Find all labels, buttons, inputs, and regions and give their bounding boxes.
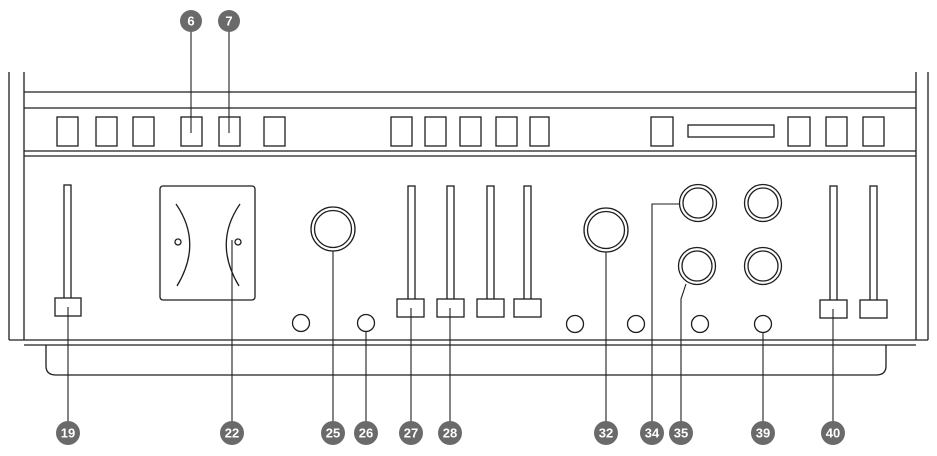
knob-35[interactable]	[677, 246, 717, 286]
push-button[interactable]	[862, 116, 885, 147]
callout-badge-34: 34	[640, 421, 664, 445]
knob[interactable]	[743, 183, 783, 223]
callout-badge-26: 26	[354, 421, 378, 445]
svg-text:25: 25	[326, 426, 340, 441]
push-button[interactable]	[263, 116, 286, 147]
svg-text:7: 7	[225, 14, 232, 29]
push-button[interactable]	[424, 116, 447, 147]
svg-text:39: 39	[756, 426, 770, 441]
push-button[interactable]	[132, 116, 155, 147]
callout-badge-35: 35	[669, 421, 693, 445]
push-button[interactable]	[95, 116, 118, 147]
cabinet-outline	[8, 72, 929, 376]
leader-lines	[67, 31, 834, 424]
callout-badge-22: 22	[220, 421, 244, 445]
small-round-button[interactable]	[690, 314, 710, 334]
small-round-button-39[interactable]	[753, 314, 773, 334]
display-window	[687, 124, 775, 138]
svg-text:40: 40	[826, 426, 840, 441]
callout-badge-6: 6	[180, 10, 202, 32]
large-knob-32[interactable]	[583, 207, 629, 253]
knob[interactable]	[743, 246, 783, 286]
push-button[interactable]	[56, 116, 79, 147]
push-button[interactable]	[787, 116, 811, 147]
svg-text:6: 6	[187, 14, 194, 29]
svg-text:35: 35	[674, 426, 688, 441]
slider[interactable]	[476, 185, 505, 318]
push-button[interactable]	[495, 116, 518, 147]
callout-badge-32: 32	[594, 421, 618, 445]
callout-badge-27: 27	[399, 421, 423, 445]
small-round-button[interactable]	[291, 313, 311, 333]
knob-34[interactable]	[678, 183, 718, 223]
top-button-row	[56, 116, 885, 147]
callout-badge-19: 19	[56, 421, 80, 445]
small-round-button-26[interactable]	[356, 313, 376, 333]
slider[interactable]	[859, 185, 888, 319]
push-button[interactable]	[650, 116, 674, 147]
svg-text:19: 19	[61, 426, 75, 441]
svg-text:22: 22	[225, 426, 239, 441]
slider-27[interactable]	[396, 185, 425, 318]
svg-text:32: 32	[599, 426, 613, 441]
push-button[interactable]	[459, 116, 482, 147]
callout-badge-25: 25	[321, 421, 345, 445]
slider-28[interactable]	[436, 185, 465, 318]
svg-text:28: 28	[443, 426, 457, 441]
level-meter	[159, 185, 256, 301]
callout-badge-39: 39	[751, 421, 775, 445]
svg-text:27: 27	[404, 426, 418, 441]
svg-text:26: 26	[359, 426, 373, 441]
slider[interactable]	[513, 185, 542, 318]
small-round-button[interactable]	[565, 314, 585, 334]
push-button[interactable]	[825, 116, 848, 147]
callout-badge-7: 7	[218, 10, 240, 32]
large-knob-25[interactable]	[310, 206, 356, 252]
slider-40[interactable]	[819, 185, 848, 319]
push-button[interactable]	[529, 116, 550, 147]
svg-text:34: 34	[645, 426, 660, 441]
push-button[interactable]	[390, 116, 413, 147]
slider-19[interactable]	[54, 184, 82, 317]
callout-badge-40: 40	[821, 421, 845, 445]
callout-badge-28: 28	[438, 421, 462, 445]
small-round-button[interactable]	[626, 314, 646, 334]
